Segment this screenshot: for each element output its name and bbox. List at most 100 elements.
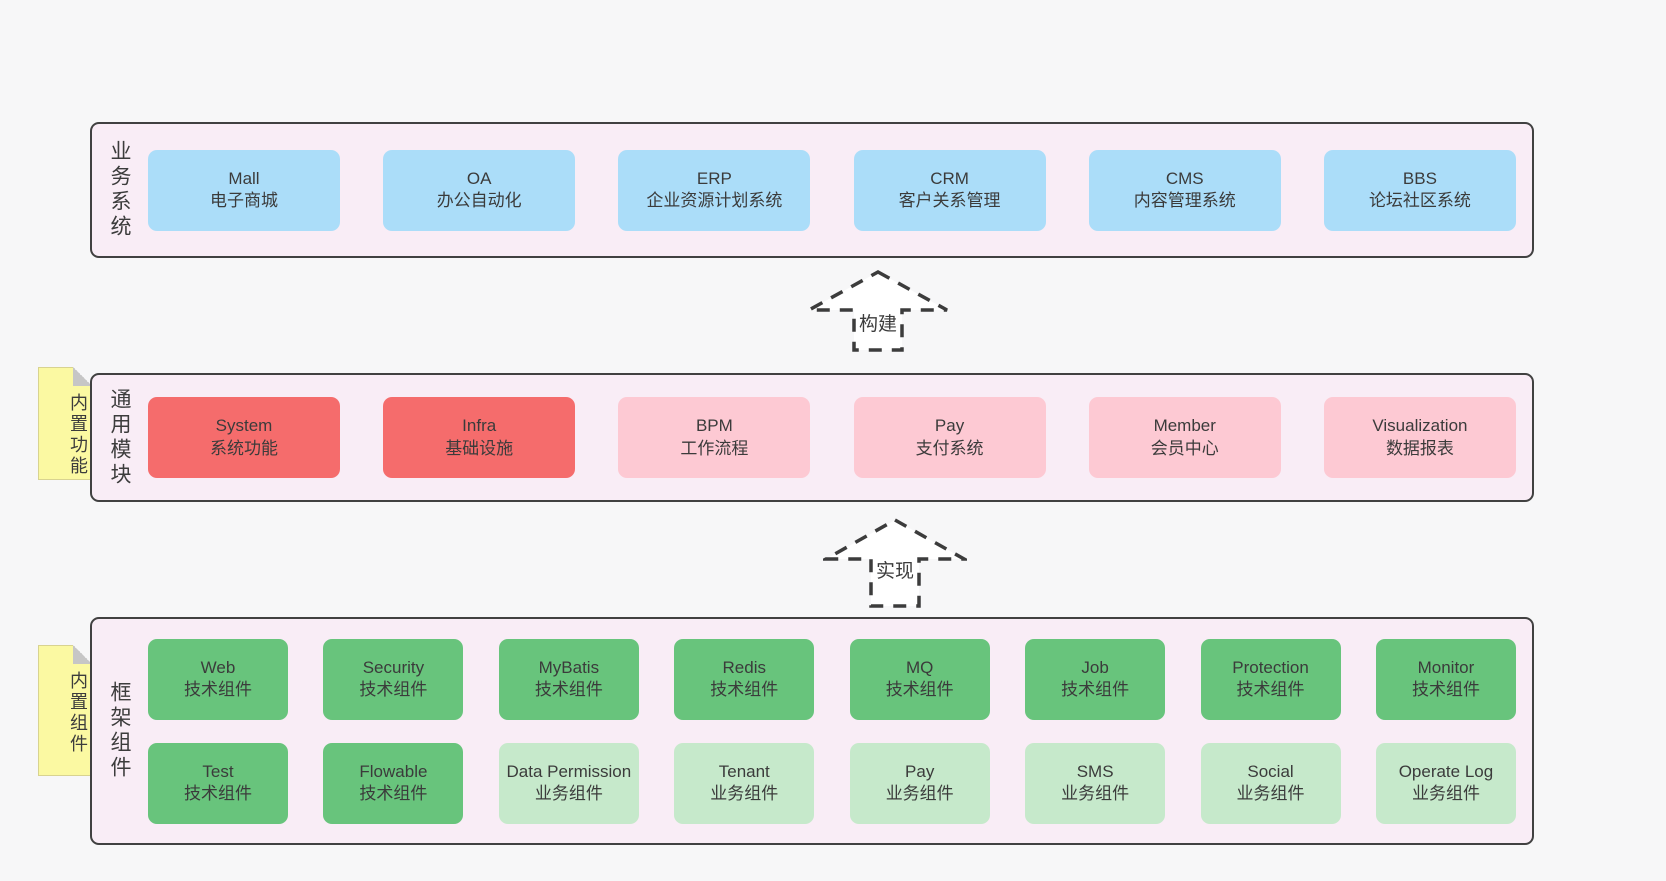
- component-name: Security: [362, 657, 425, 677]
- sticky-note-builtin-features: 内置功能: [38, 367, 92, 480]
- component-subtitle: 技术组件: [885, 680, 954, 699]
- component-box: ERP 企业资源计划系统: [618, 149, 811, 231]
- component-name: Infra: [462, 416, 497, 436]
- component-name: ERP: [696, 168, 732, 188]
- component-box: Operate Log 业务组件: [1375, 742, 1516, 824]
- component-name: System: [215, 416, 273, 436]
- component-subtitle: 技术组件: [359, 680, 428, 699]
- component-name: Pay: [905, 761, 935, 781]
- component-name: CRM: [930, 168, 969, 188]
- component-name: Flowable: [359, 761, 428, 781]
- component-name: Web: [200, 657, 236, 677]
- component-subtitle: 企业资源计划系统: [646, 191, 783, 210]
- component-subtitle: 业务组件: [1061, 784, 1130, 803]
- sticky-note-label: 内置组件: [68, 671, 88, 755]
- component-subtitle: 技术组件: [359, 784, 428, 803]
- component-box: MyBatis 技术组件: [498, 638, 639, 720]
- component-subtitle: 工作流程: [680, 438, 749, 458]
- component-subtitle: 技术组件: [1411, 680, 1480, 699]
- component-box: Social 业务组件: [1200, 742, 1341, 824]
- component-box: CRM 客户关系管理: [853, 149, 1046, 231]
- component-subtitle: 客户关系管理: [898, 191, 1001, 210]
- component-box: MQ 技术组件: [849, 638, 990, 720]
- arrow-label: 构建: [859, 313, 897, 335]
- component-box: Security 技术组件: [323, 638, 464, 720]
- component-subtitle: 系统功能: [210, 438, 278, 458]
- component-name: Protection: [1232, 657, 1309, 677]
- component-subtitle: 业务组件: [1411, 784, 1480, 803]
- component-name: Member: [1153, 416, 1216, 436]
- component-name: OA: [466, 168, 492, 188]
- folded-corner-icon: [73, 645, 92, 664]
- component-name: CMS: [1165, 168, 1204, 188]
- component-box: SMS 业务组件: [1025, 742, 1166, 824]
- arrow-label: 实现: [876, 560, 914, 582]
- component-box: Flowable 技术组件: [323, 742, 464, 824]
- component-box: Test 技术组件: [148, 742, 288, 824]
- component-subtitle: 基础设施: [445, 438, 514, 458]
- component-box: Mall 电子商城: [148, 149, 340, 231]
- component-box: CMS 内容管理系统: [1088, 149, 1281, 231]
- component-subtitle: 业务组件: [1236, 784, 1305, 803]
- component-subtitle: 支付系统: [915, 438, 984, 458]
- panel-title: 通用模块: [108, 387, 131, 488]
- component-subtitle: 会员中心: [1150, 438, 1219, 458]
- panel-title: 框架组件: [108, 681, 131, 781]
- component-box: Redis 技术组件: [674, 638, 815, 720]
- component-subtitle: 内容管理系统: [1133, 191, 1236, 210]
- component-box: Monitor 技术组件: [1375, 638, 1516, 720]
- block-arrow-icon: [808, 270, 948, 352]
- component-name: Social: [1247, 761, 1294, 781]
- component-subtitle: 技术组件: [710, 680, 779, 699]
- component-name: MQ: [905, 657, 934, 677]
- up-arrow-implement: 实现: [823, 517, 967, 609]
- component-name: Monitor: [1417, 657, 1475, 677]
- component-box: Web 技术组件: [148, 638, 288, 720]
- component-subtitle: 数据报表: [1385, 438, 1454, 458]
- component-subtitle: 技术组件: [184, 784, 252, 803]
- up-arrow-build: 构建: [806, 269, 950, 353]
- component-subtitle: 业务组件: [885, 784, 954, 803]
- component-name: Mall: [228, 168, 260, 188]
- component-subtitle: 技术组件: [534, 680, 603, 699]
- component-subtitle: 电子商城: [210, 191, 278, 210]
- component-row: Test 技术组件 Flowable 技术组件 Data Permission 业务组件 T…: [148, 742, 1516, 824]
- component-subtitle: 技术组件: [1061, 680, 1130, 699]
- component-subtitle: 技术组件: [184, 680, 252, 699]
- component-name: Visualization: [1372, 416, 1468, 436]
- component-name: Redis: [722, 657, 766, 677]
- component-name: Test: [202, 761, 234, 781]
- component-box: Data Permission 业务组件: [498, 742, 639, 824]
- component-name: Pay: [934, 416, 965, 436]
- panel-title: 业务系统: [108, 140, 131, 240]
- component-subtitle: 论坛社区系统: [1368, 191, 1471, 210]
- component-name: SMS: [1076, 761, 1114, 781]
- component-name: MyBatis: [538, 657, 600, 677]
- component-subtitle: 技术组件: [1236, 680, 1305, 699]
- component-name: Operate Log: [1398, 761, 1494, 781]
- component-name: Data Permission: [506, 761, 632, 781]
- folded-corner-icon: [73, 367, 92, 386]
- component-name: Tenant: [718, 761, 770, 781]
- component-subtitle: 业务组件: [534, 784, 603, 803]
